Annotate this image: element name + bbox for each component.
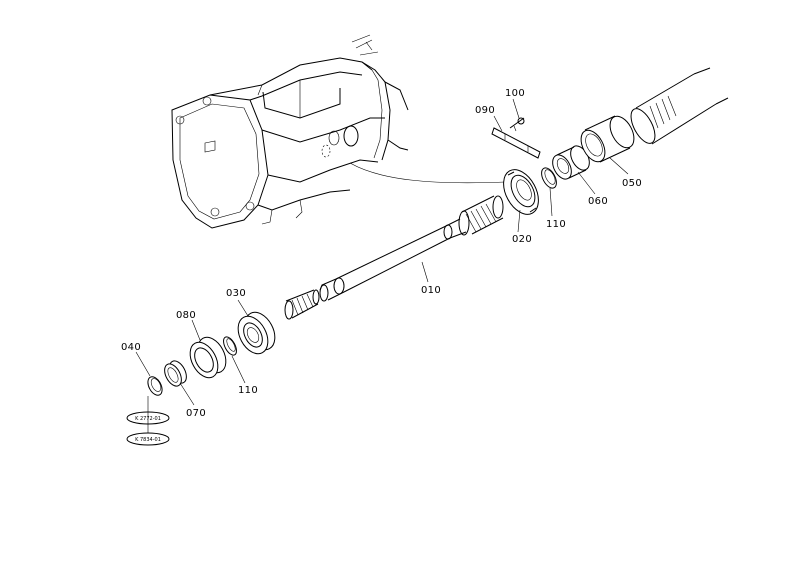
- label-040: 040: [121, 342, 141, 353]
- label-060: 060: [588, 196, 608, 207]
- reference-tag-1: [126, 411, 170, 425]
- label-030: 030: [226, 288, 246, 299]
- part-080-seal: [189, 336, 227, 379]
- label-070: 070: [186, 408, 206, 419]
- label-050: 050: [622, 178, 642, 189]
- reference-tags: K 2772-01 K 7834-01: [126, 396, 170, 446]
- part-110-snap-ring-front: [223, 336, 237, 356]
- part-040-snap-ring: [147, 376, 163, 396]
- part-100-pin: [509, 117, 525, 132]
- reference-tag-2: [126, 432, 170, 446]
- label-090: 090: [475, 105, 495, 116]
- part-020-bearing: [503, 169, 539, 215]
- assembly-leader-line: [349, 162, 506, 184]
- callout-leaders: [135, 98, 629, 406]
- reference-tag-2-text: K 7834-01: [135, 437, 161, 443]
- part-110-snap-ring-rear: [541, 167, 557, 189]
- reference-tag-1-text: K 2772-01: [135, 416, 161, 422]
- callout-labels: 010 020 110 060 050 090 100 030 080 040 …: [121, 88, 642, 419]
- input-shaft-stub: [630, 67, 729, 145]
- label-010: 010: [421, 285, 441, 296]
- label-080: 080: [176, 310, 196, 321]
- part-050-coupling: [580, 115, 635, 163]
- part-030-bearing: [237, 311, 276, 355]
- label-020: 020: [512, 234, 532, 245]
- label-110-rear: 110: [546, 219, 566, 230]
- part-010-main-shaft: [284, 195, 504, 320]
- label-100: 100: [505, 88, 525, 99]
- transmission-housing: [171, 34, 409, 229]
- part-070-spacer: [164, 360, 187, 387]
- label-110-front: 110: [238, 385, 258, 396]
- part-060-collar: [552, 145, 590, 180]
- part-090-bracket: [491, 127, 541, 159]
